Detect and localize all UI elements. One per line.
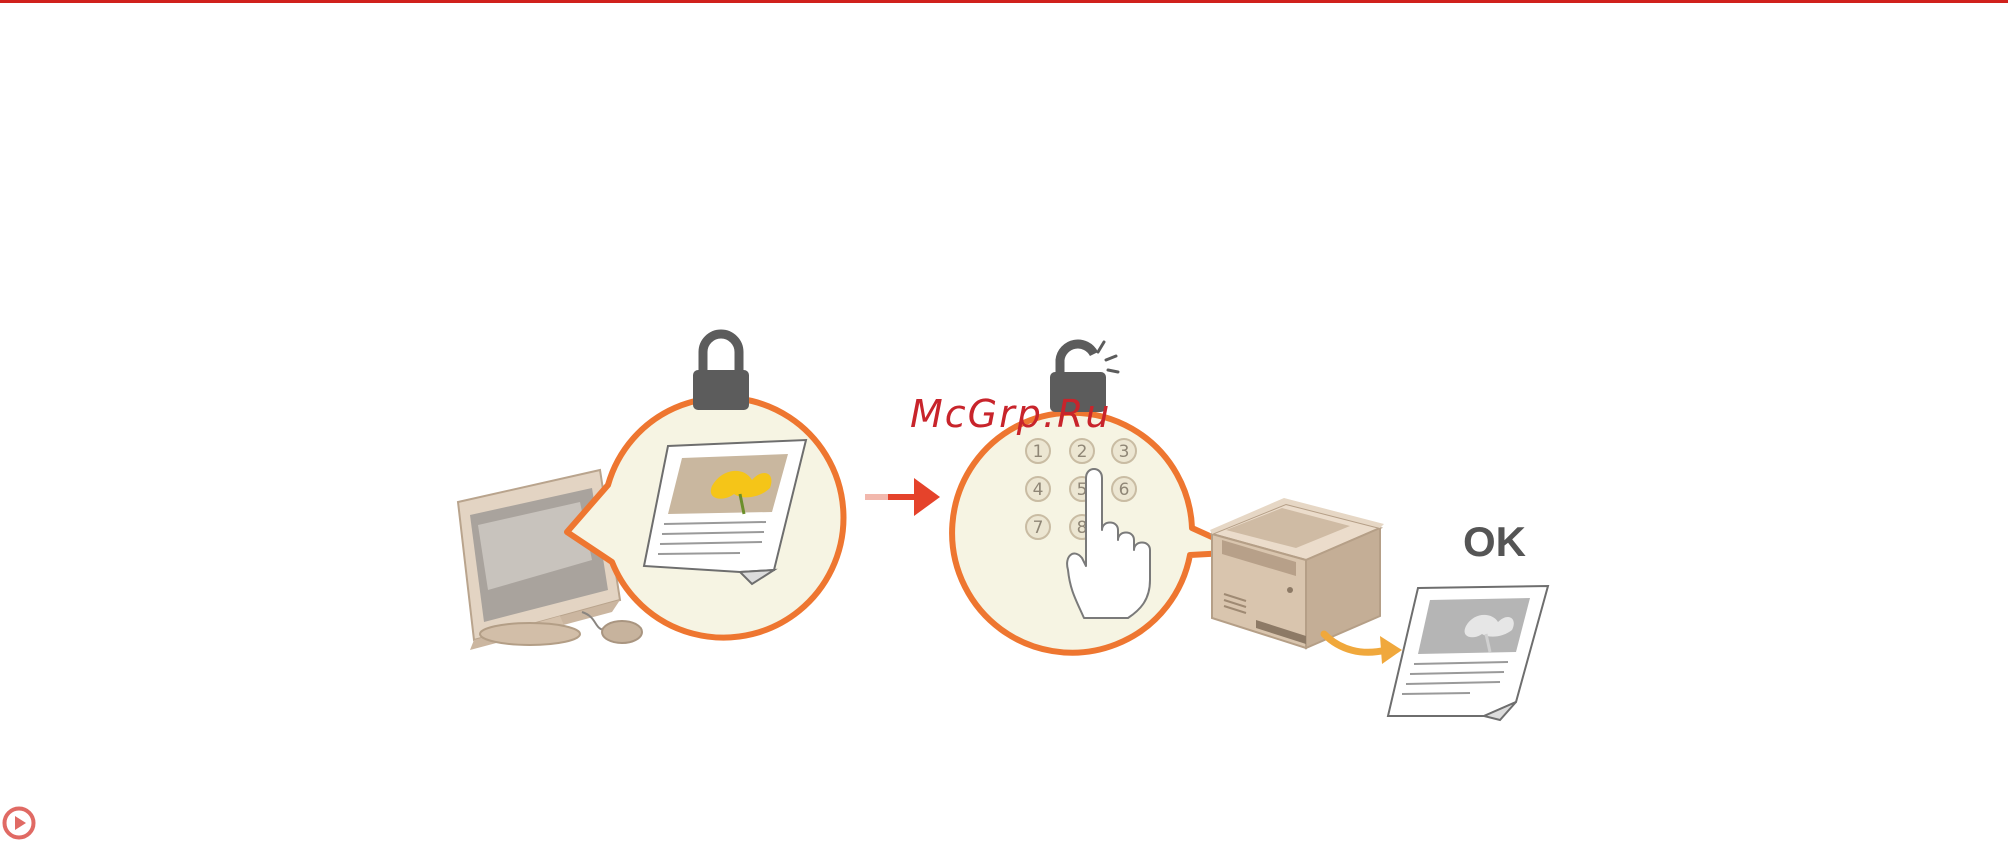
output-arrow-icon [1324,634,1402,664]
play-button[interactable] [2,806,36,840]
play-icon [2,806,36,840]
keypad-key-2: 2 [1077,442,1088,462]
keypad-key-1: 1 [1033,442,1044,462]
keypad-key-4: 4 [1033,480,1044,500]
watermark: McGrp.Ru [910,392,1111,436]
right-arrow-icon [865,478,940,516]
keypad-key-7: 7 [1033,518,1044,538]
padlock-closed-icon [693,334,749,410]
ok-label: OK [1463,518,1526,566]
keypad-key-3: 3 [1119,442,1130,462]
printer-icon [1210,498,1384,648]
keypad-key-6: 6 [1119,480,1130,500]
printed-document-icon [1388,586,1548,720]
